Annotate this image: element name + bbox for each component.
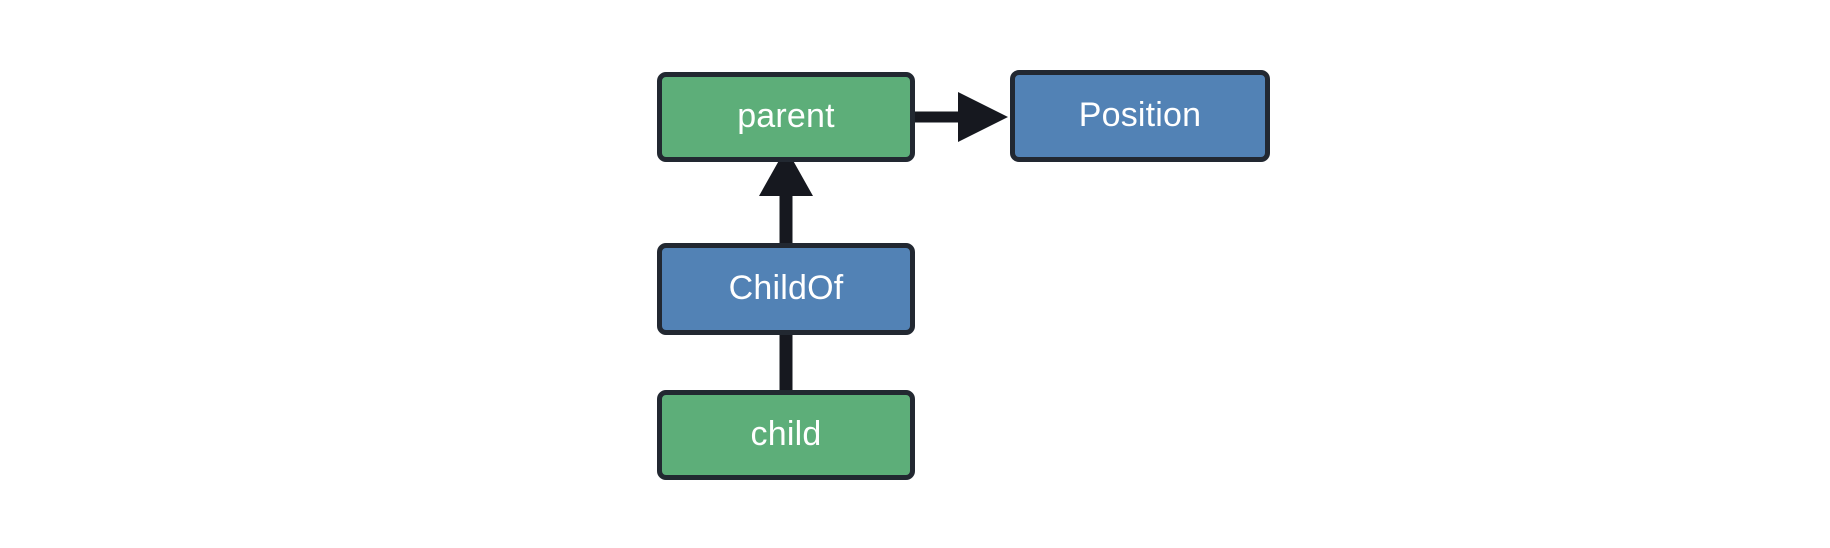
node-childof[interactable]: ChildOf	[657, 243, 915, 335]
edge-childof-to-parent	[759, 148, 813, 243]
node-child-label: child	[750, 415, 822, 453]
node-parent-label: parent	[737, 97, 835, 135]
node-position-label: Position	[1078, 96, 1202, 134]
node-position[interactable]: Position	[1010, 70, 1270, 162]
node-child[interactable]: child	[657, 390, 915, 480]
edge-parent-to-position-arrowhead	[958, 92, 1008, 142]
node-childof-label: ChildOf	[728, 269, 844, 307]
edge-parent-to-position	[915, 92, 1008, 142]
node-parent[interactable]: parent	[657, 72, 915, 162]
